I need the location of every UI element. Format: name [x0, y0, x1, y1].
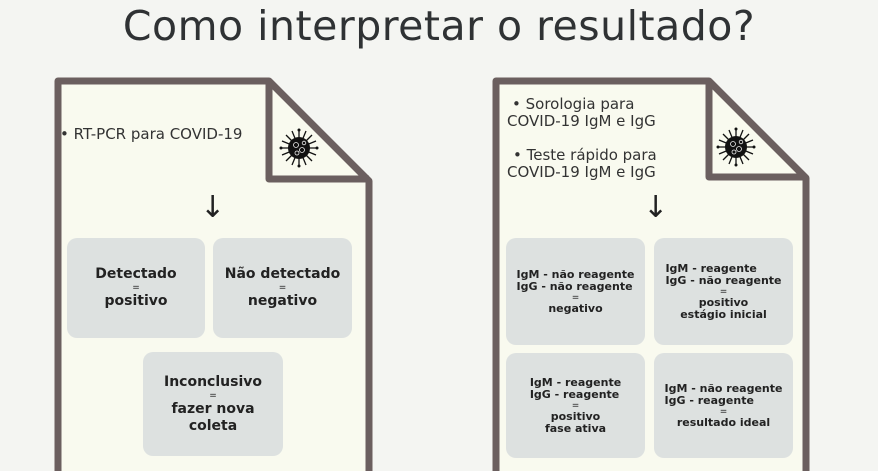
result-value: positivo	[698, 295, 749, 309]
equals-sign: =	[571, 400, 580, 411]
equals-sign: =	[719, 406, 728, 417]
result-label: Inconclusivo	[164, 373, 262, 390]
virus-icon	[716, 127, 756, 167]
equals-sign: =	[278, 283, 287, 293]
result-label: Não detectado	[224, 266, 341, 282]
igg-status: IgG - reagente	[529, 387, 620, 401]
igm-status: IgM - reagente	[665, 261, 757, 275]
result-box-detectado: Detectado = positivo	[67, 238, 205, 338]
test-name-sorologia: • Sorologia para COVID-19 IgM e IgG	[507, 96, 656, 130]
down-arrow-icon: ↓	[643, 190, 669, 225]
igm-status: IgM - não reagente	[516, 267, 635, 281]
result-value: fazer nova coleta	[171, 400, 255, 434]
test-name-rtpcr: • RT-PCR para COVID-19	[60, 125, 243, 143]
result-detail: fase ativa	[544, 421, 607, 435]
result-value: positivo	[550, 409, 601, 423]
result-box-nao-detectado: Não detectado = negativo	[213, 238, 352, 338]
down-arrow-icon: ↓	[200, 190, 226, 225]
test-name-teste-rapido: • Teste rápido para COVID-19 IgM e IgG	[507, 147, 657, 181]
page-title: Como interpretar o resultado?	[122, 2, 756, 50]
igm-status: IgM - não reagente	[664, 381, 783, 395]
equals-sign: =	[209, 390, 217, 401]
bullet-line: • Teste rápido para	[513, 146, 657, 164]
bullet-line: • Sorologia para	[512, 95, 635, 113]
result-box-inconclusivo: Inconclusivo = fazer nova coleta	[143, 352, 283, 456]
equals-sign: =	[132, 283, 140, 293]
result-value: negativo	[247, 293, 318, 309]
bullet-line: COVID-19 IgM e IgG	[507, 112, 656, 130]
result-value: resultado ideal	[676, 415, 771, 429]
igg-status: IgG - não reagente	[665, 273, 782, 287]
result-detail: estágio inicial	[680, 307, 767, 321]
virus-icon	[279, 128, 319, 168]
result-value: positivo	[104, 293, 168, 309]
igg-status: IgG - não reagente	[516, 279, 633, 293]
equals-sign: =	[719, 286, 728, 297]
igm-status: IgM - reagente	[529, 375, 622, 389]
result-value: negativo	[548, 301, 603, 315]
igg-status: IgG - reagente	[664, 393, 754, 407]
bullet-line: COVID-19 IgM e IgG	[507, 163, 656, 181]
result-label: Detectado	[95, 266, 177, 282]
equals-sign: =	[571, 292, 580, 303]
